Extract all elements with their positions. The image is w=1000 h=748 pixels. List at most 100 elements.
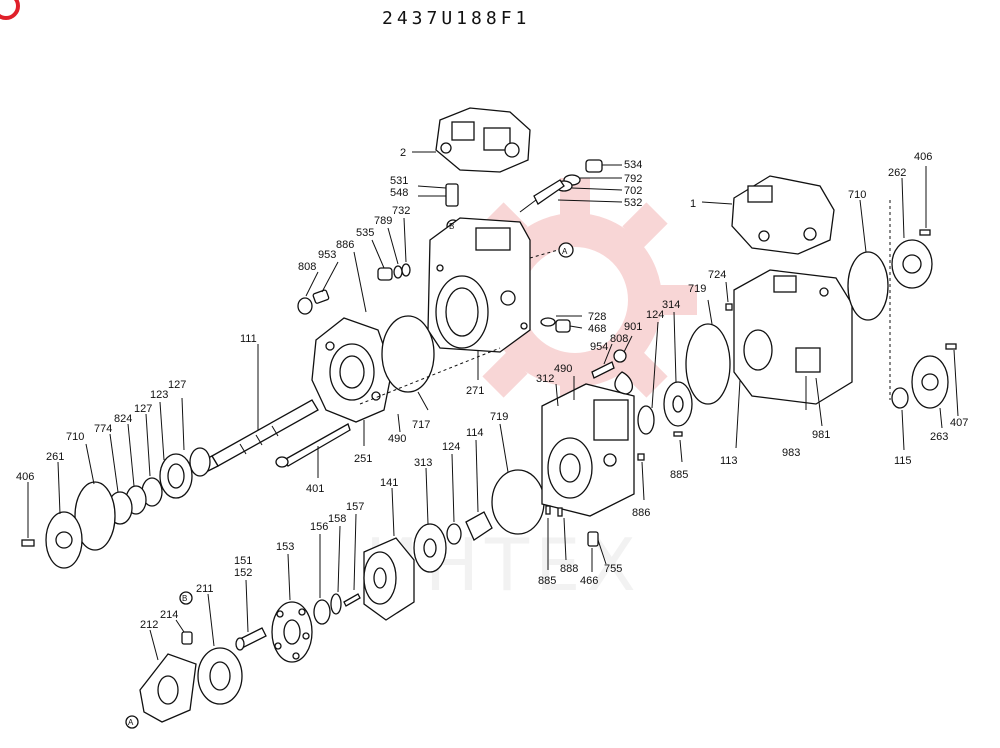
label-532: 532	[624, 197, 642, 209]
label-314: 314	[662, 299, 680, 311]
cylinder-block-141	[363, 537, 415, 621]
label-153: 153	[276, 541, 294, 553]
label-151: 151	[234, 555, 252, 567]
label-755: 755	[604, 563, 622, 575]
label-789: 789	[374, 215, 392, 227]
label-901: 901	[624, 321, 642, 333]
housing-271	[427, 217, 531, 353]
bush-114	[465, 511, 493, 541]
label-401: 401	[306, 483, 324, 495]
label-792: 792	[624, 173, 642, 185]
pump-body-right	[733, 269, 853, 405]
ring-127a	[189, 447, 211, 477]
bolt-401	[283, 423, 351, 467]
label-271: 271	[466, 385, 484, 397]
label-212: 212	[140, 619, 158, 631]
label-702: 702	[624, 185, 642, 197]
label-710-right: 710	[848, 189, 866, 201]
label-152: 152	[234, 567, 252, 579]
label-774: 774	[94, 423, 112, 435]
label-535: 535	[356, 227, 374, 239]
eye-bolt-901	[614, 371, 633, 395]
label-954: 954	[590, 341, 608, 353]
diagram-title: 2437U188F1	[382, 8, 531, 29]
o-ring-719-right	[685, 323, 731, 405]
drive-shaft-111	[199, 399, 319, 473]
label-111: 111	[240, 333, 257, 345]
label-710-left: 710	[66, 431, 84, 443]
label-115: 115	[894, 455, 912, 467]
label-114: 114	[466, 427, 484, 439]
label-262: 262	[888, 167, 906, 179]
part-labels: 1 2 111 113 114 115 123 124 124 127 127 …	[16, 147, 968, 631]
spool-532-534	[519, 159, 623, 213]
bolt-406-left	[21, 539, 35, 547]
label-983: 983	[782, 447, 800, 459]
label-406-right: 406	[914, 151, 932, 163]
label-156: 156	[310, 521, 328, 533]
label-2: 2	[400, 147, 406, 159]
label-728: 728	[588, 311, 606, 323]
label-407: 407	[950, 417, 968, 429]
label-312: 312	[536, 373, 554, 385]
o-ring-710-left	[74, 481, 116, 551]
label-157: 157	[346, 501, 364, 513]
o-ring-710-right	[847, 251, 889, 321]
spring-157	[343, 593, 361, 607]
callout-a-upper-letter: A	[562, 247, 568, 256]
label-717: 717	[412, 419, 430, 431]
label-158: 158	[328, 513, 346, 525]
label-886-upper: 886	[336, 239, 354, 251]
label-732: 732	[392, 205, 410, 217]
label-251: 251	[354, 453, 372, 465]
label-1: 1	[690, 198, 696, 210]
port-block-312	[541, 383, 635, 517]
label-214: 214	[160, 609, 178, 621]
callout-b-lower-letter: B	[182, 594, 187, 603]
label-531: 531	[390, 175, 408, 187]
label-466: 466	[580, 575, 598, 587]
label-953: 953	[318, 249, 336, 261]
label-490-right: 490	[554, 363, 572, 375]
plug-115	[891, 387, 909, 409]
callout-a-lower-letter: A	[128, 718, 134, 727]
label-885-right: 885	[670, 469, 688, 481]
label-124-right: 124	[646, 309, 664, 321]
spherical-bush-156	[313, 599, 331, 625]
label-981: 981	[812, 429, 830, 441]
label-719-right: 719	[688, 283, 706, 295]
label-808-left: 808	[298, 261, 316, 273]
label-885-left: 885	[538, 575, 556, 587]
o-ring-719-left	[491, 469, 545, 535]
plug-535	[377, 267, 393, 281]
label-888: 888	[560, 563, 578, 575]
spacer-158	[330, 593, 342, 615]
label-719-left: 719	[490, 411, 508, 423]
label-724: 724	[708, 269, 726, 281]
label-313: 313	[414, 457, 432, 469]
label-141: 141	[380, 477, 398, 489]
label-113: 113	[720, 455, 738, 467]
label-468: 468	[588, 323, 606, 335]
label-490-left: 490	[388, 433, 406, 445]
label-124-left: 124	[442, 441, 460, 453]
label-123: 123	[150, 389, 168, 401]
bearing-124-right	[637, 405, 655, 435]
regulator-assembly-1	[731, 175, 835, 255]
o-ring-717	[381, 315, 435, 393]
bearing-124-left	[446, 523, 462, 545]
valve-plate-251	[311, 317, 393, 423]
corner-logo-mark	[0, 0, 20, 20]
label-211: 211	[196, 583, 214, 595]
label-127-lower: 127	[134, 403, 152, 415]
label-886-lower: 886	[632, 507, 650, 519]
label-808-right: 808	[610, 333, 628, 345]
callout-a-upper	[558, 242, 574, 258]
label-263: 263	[930, 431, 948, 443]
label-127-upper: 127	[168, 379, 186, 391]
regulator-assembly-2	[435, 107, 531, 173]
label-406-left: 406	[16, 471, 34, 483]
label-534: 534	[624, 159, 642, 171]
